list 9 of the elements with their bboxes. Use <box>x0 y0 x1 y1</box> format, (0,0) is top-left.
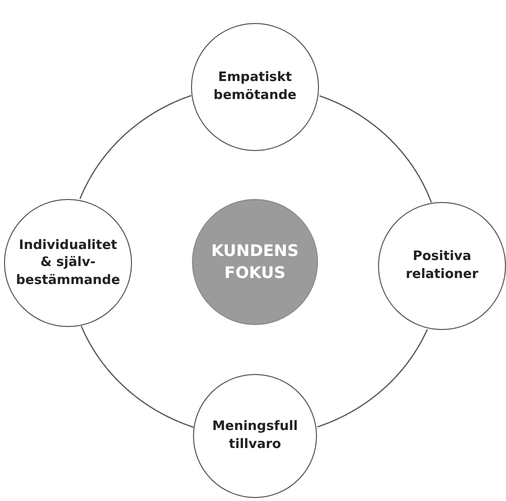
connector-line <box>319 95 432 203</box>
connector-line <box>80 326 194 428</box>
connector-line <box>79 94 192 200</box>
node-label: Individualitet & själv-bestämmande <box>14 236 122 290</box>
node-label: KUNDENS FOKUS <box>210 240 300 284</box>
node-label: Meningsfull tillvaro <box>211 418 299 454</box>
node-label: Positiva relationer <box>404 248 480 284</box>
node-label: Empatiskt bemötande <box>212 69 298 105</box>
connector-line <box>317 329 428 428</box>
